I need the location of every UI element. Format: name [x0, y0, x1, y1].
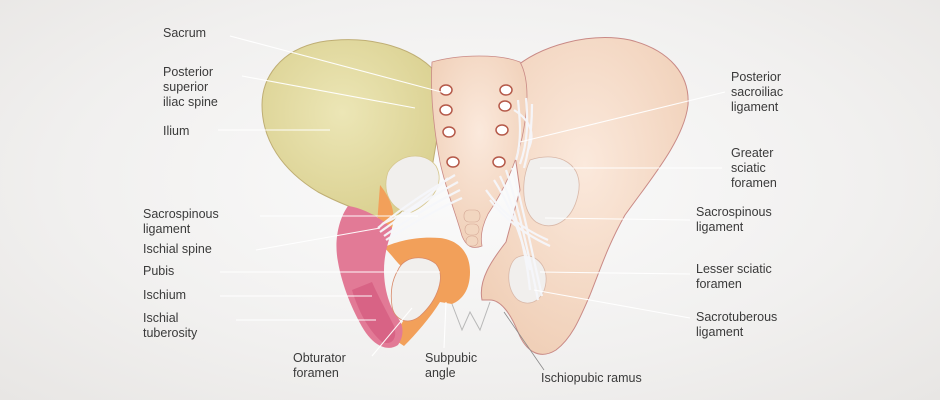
coccyx-segment — [463, 209, 481, 223]
label-ischium: Ischium — [143, 288, 187, 302]
ligaments — [377, 97, 551, 301]
coccyx-segment — [465, 235, 479, 247]
right-greater-sciatic-foramen — [523, 156, 580, 227]
label-sacrum: Sacrum — [163, 26, 207, 40]
label-greater-sciatic-foramen: Greater sciatic foramen — [731, 146, 777, 190]
label-ischial-spine: Ischial spine — [143, 242, 212, 256]
label-sacrospinous-ligament-right: Sacrospinous ligament — [696, 205, 772, 234]
sacral-foramina — [439, 84, 513, 168]
label-subpubic-angle: Subpubic angle — [425, 351, 478, 380]
coccyx-segment — [464, 223, 480, 236]
label-posterior-superior-iliac-spine: Posterior superior iliac spine — [163, 65, 218, 109]
label-ilium: Ilium — [163, 124, 190, 138]
label-obturator-foramen: Obturator foramen — [293, 351, 346, 380]
ischial-tuberosity-shade — [352, 282, 396, 344]
obturator-foramen — [390, 257, 441, 322]
leader-lines — [218, 35, 726, 371]
label-posterior-sacroiliac-ligament: Posterior sacroiliac ligament — [731, 70, 784, 114]
label-sacrospinous-ligament-left: Sacrospinous ligament — [143, 207, 219, 236]
left-greater-sciatic-foramen — [385, 155, 440, 213]
label-ischiopubic-ramus: Ischiopubic ramus — [541, 371, 642, 385]
label-sacrotuberous-ligament: Sacrotuberous ligament — [696, 310, 778, 339]
pubic-arch-margin — [451, 301, 491, 332]
label-lesser-sciatic-foramen: Lesser sciatic foramen — [696, 262, 772, 291]
label-ischial-tuberosity: Ischial tuberosity — [143, 311, 198, 340]
label-pubis: Pubis — [143, 264, 175, 278]
